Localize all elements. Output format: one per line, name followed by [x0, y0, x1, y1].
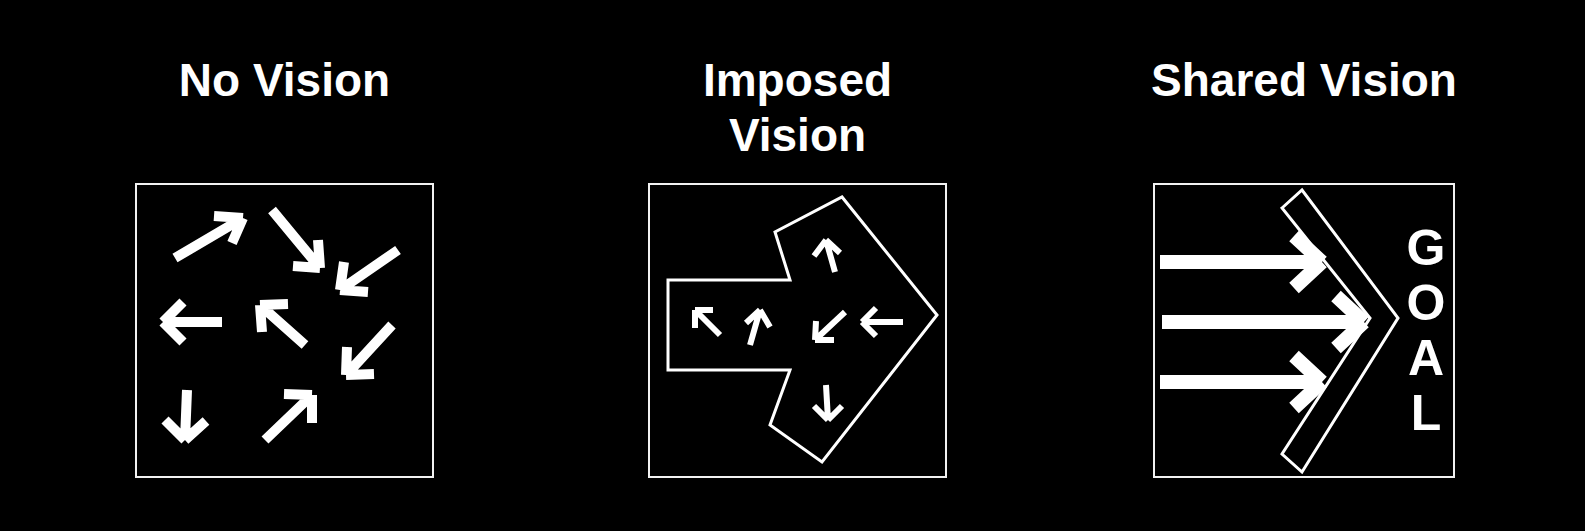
vision-heading: Shared Vision: [1094, 53, 1514, 108]
small-arrow: [265, 394, 312, 440]
small-arrow: [746, 310, 770, 345]
vision-heading: No Vision: [75, 53, 495, 108]
small-arrow: [163, 302, 222, 342]
small-arrow: [815, 312, 845, 340]
small-arrow: [260, 304, 305, 345]
small-arrow: [340, 250, 398, 292]
small-arrow: [175, 216, 243, 258]
small-arrow: [272, 210, 320, 268]
imposed-arrow: [668, 197, 937, 462]
small-arrow: [862, 308, 903, 336]
small-arrow: [165, 390, 206, 440]
scattered-arrows: [163, 210, 398, 440]
vision-box: Imposed Vision: [648, 183, 947, 478]
vision-box: No Vision: [135, 183, 434, 478]
shared-arrows: [1160, 190, 1398, 472]
vision-box: Shared VisionGOAL: [1153, 183, 1455, 478]
small-arrow: [695, 310, 720, 335]
big-arrow-outline: [668, 197, 937, 462]
small-arrow: [814, 240, 840, 272]
small-arrow: [346, 325, 392, 375]
long-arrow: [1160, 236, 1322, 288]
small-arrow: [814, 385, 842, 420]
vision-heading: Imposed Vision: [658, 53, 938, 163]
goal-label: GOAL: [1401, 221, 1451, 441]
long-arrow: [1162, 296, 1364, 348]
long-arrow: [1160, 356, 1322, 408]
